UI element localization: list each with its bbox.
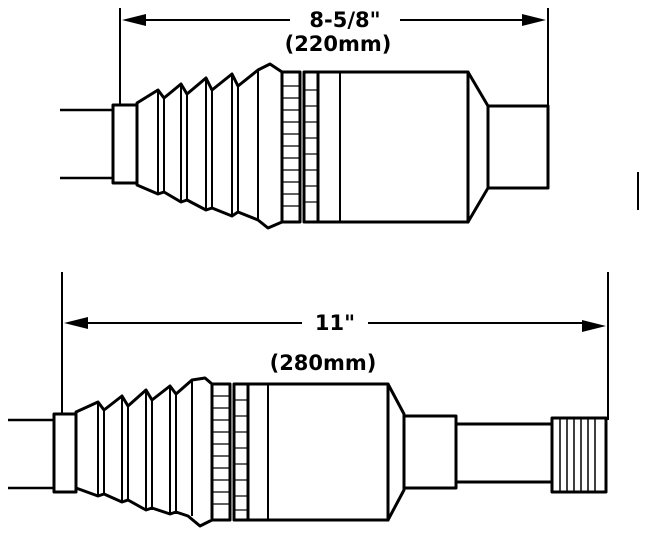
bottom-splined-end bbox=[550, 416, 608, 494]
bottom-spline-teeth bbox=[559, 418, 596, 492]
top-joint-housing bbox=[316, 70, 470, 224]
top-stub-axle bbox=[486, 104, 550, 190]
bottom-housing-taper bbox=[386, 382, 406, 522]
bottom-shaft-assembly bbox=[8, 272, 609, 528]
top-clamp-band-1 bbox=[280, 70, 302, 224]
bottom-stub-step bbox=[402, 414, 458, 490]
top-dimension-imperial: 8-5/8" bbox=[309, 8, 380, 32]
bottom-dimension-arrow-left bbox=[64, 317, 88, 329]
top-housing-taper bbox=[466, 70, 490, 224]
top-dimension-arrow-left bbox=[122, 14, 146, 26]
top-boot-folds bbox=[157, 70, 259, 220]
top-clamp-band-2 bbox=[302, 70, 320, 224]
bottom-stub-shaft bbox=[454, 422, 554, 484]
top-collar bbox=[111, 103, 139, 185]
top-dimension-arrow-right bbox=[522, 14, 546, 26]
bottom-dimension-arrow-right bbox=[582, 320, 606, 332]
bottom-collar bbox=[52, 412, 78, 494]
bottom-dimension-metric: (280mm) bbox=[270, 351, 377, 375]
top-clamp-knurl bbox=[282, 85, 318, 207]
top-shaft-assembly bbox=[60, 8, 550, 230]
top-dimension-metric: (220mm) bbox=[285, 32, 392, 56]
bottom-dimension-imperial: 11" bbox=[315, 311, 355, 335]
bottom-boot-folds bbox=[97, 380, 193, 516]
bottom-clamp-knurl bbox=[212, 395, 248, 511]
bottom-clamp-band-1 bbox=[210, 382, 232, 522]
bottom-clamp-band-2 bbox=[232, 382, 250, 522]
